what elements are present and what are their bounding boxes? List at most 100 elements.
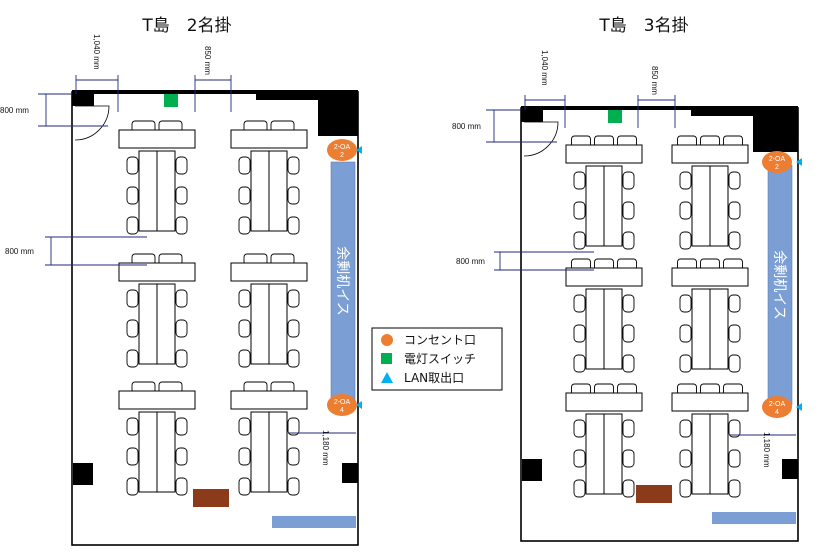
desk — [603, 165, 623, 247]
legend-label: コンセント口 — [404, 333, 476, 347]
desk — [691, 413, 711, 495]
chair — [126, 349, 139, 368]
legend-label: LAN取出口 — [404, 371, 464, 385]
oa-outlet-bottom — [762, 396, 792, 418]
desk — [585, 288, 605, 370]
chair — [287, 477, 300, 496]
chair — [175, 289, 188, 308]
chair — [238, 319, 251, 338]
door-swing — [74, 105, 110, 141]
head-desk — [118, 262, 196, 282]
chair — [573, 171, 586, 190]
surplus-cabinet-label: 余剰机イス — [771, 250, 788, 320]
bottom-left-pillar — [73, 463, 93, 485]
chair — [287, 216, 300, 235]
oa-outlet-top-label-2: 2 — [775, 164, 779, 171]
left-pillar — [72, 92, 94, 106]
chair — [126, 156, 139, 175]
head-desk — [230, 390, 308, 410]
chair — [175, 156, 188, 175]
desk — [268, 411, 288, 493]
chair — [287, 349, 300, 368]
chair — [622, 354, 635, 373]
dimension-label: 850 mm — [650, 66, 659, 95]
corner-pillar — [753, 108, 798, 152]
chair — [573, 419, 586, 438]
chair — [622, 324, 635, 343]
head-desk — [565, 267, 643, 287]
oa-outlet-top — [762, 151, 792, 173]
oa-outlet-top-label-1: 2-OA — [334, 144, 351, 151]
chair — [622, 479, 635, 498]
oa-outlet-bottom-label-2: 4 — [340, 407, 344, 414]
chair — [728, 479, 741, 498]
chair — [126, 216, 139, 235]
chair — [728, 231, 741, 250]
chair — [573, 231, 586, 250]
top-wall — [72, 90, 358, 94]
lan-outlet-icon — [356, 146, 362, 154]
chair — [573, 449, 586, 468]
chair — [728, 201, 741, 220]
desk — [585, 165, 605, 247]
chair — [287, 186, 300, 205]
dimension-label: 1,180 mm — [762, 432, 771, 468]
bottom-left-pillar — [522, 459, 542, 481]
surplus-cabinet — [767, 164, 793, 406]
head-desk — [230, 262, 308, 282]
desk — [138, 411, 158, 493]
chair — [728, 449, 741, 468]
outlet-icon — [381, 334, 393, 346]
chair — [622, 419, 635, 438]
dimension-label: 800 mm — [452, 122, 481, 131]
chair — [238, 216, 251, 235]
chair — [238, 477, 251, 496]
chair — [238, 156, 251, 175]
left-pillar — [521, 108, 543, 122]
chair — [728, 171, 741, 190]
chair — [126, 289, 139, 308]
oa-outlet-top-label-2: 2 — [340, 152, 344, 159]
legend-box — [371, 327, 503, 391]
light-switch-icon — [164, 94, 178, 107]
chair — [287, 289, 300, 308]
chair — [126, 186, 139, 205]
chair — [238, 447, 251, 466]
dimension-label: 850 mm — [203, 46, 212, 75]
chair — [622, 231, 635, 250]
chair — [728, 324, 741, 343]
chair — [679, 294, 692, 313]
chair — [175, 186, 188, 205]
chair — [175, 319, 188, 338]
head-desk — [671, 144, 749, 164]
head-desk — [230, 129, 308, 149]
chair — [238, 186, 251, 205]
desk — [250, 411, 270, 493]
door-swing — [523, 121, 559, 157]
chair — [126, 319, 139, 338]
desk — [603, 288, 623, 370]
desk — [585, 413, 605, 495]
chair — [573, 294, 586, 313]
chair — [622, 449, 635, 468]
desk — [138, 150, 158, 232]
chair — [126, 417, 139, 436]
desk — [156, 411, 176, 493]
beam — [691, 108, 753, 116]
oa-outlet-top-label-1: 2-OA — [769, 156, 786, 163]
dimension-label: 1,180 mm — [321, 430, 330, 466]
chair — [238, 349, 251, 368]
plan-title: T島 2名掛 — [141, 16, 231, 36]
head-desk — [118, 390, 196, 410]
chair — [622, 171, 635, 190]
chair — [287, 156, 300, 175]
chair — [573, 201, 586, 220]
light-switch-icon — [608, 110, 622, 123]
chair — [679, 201, 692, 220]
beam — [256, 92, 318, 100]
brown-desk — [636, 485, 672, 503]
lan-outlet-icon — [356, 401, 362, 409]
chair — [238, 417, 251, 436]
